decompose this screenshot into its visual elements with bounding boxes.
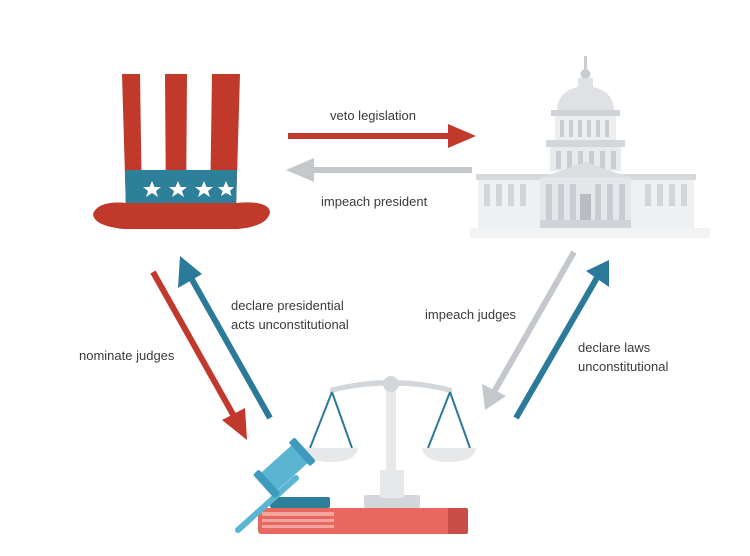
gavel-icon: [235, 438, 316, 533]
uncle-sam-hat-icon: [93, 74, 270, 229]
arrow-declare-laws-unconstitutional: [513, 260, 609, 420]
arrow-impeach-president: [286, 158, 472, 182]
arrow-declare-presidential-acts-unconstitutional: [178, 256, 273, 420]
label-veto-legislation: veto legislation: [330, 108, 416, 123]
label-line-2: acts unconstitutional: [231, 317, 349, 332]
arrow-impeach-judges: [482, 250, 577, 410]
label-line-2: unconstitutional: [578, 359, 669, 374]
label-declare-presidential-acts-unconstitutional: declare presidential acts unconstitution…: [231, 296, 349, 334]
label-line-1: declare laws: [578, 340, 651, 355]
scales-of-justice-icon: [258, 376, 476, 534]
label-impeach-judges: impeach judges: [425, 307, 517, 322]
arrow-nominate-judges: [150, 270, 247, 440]
label-nominate-judges: nominate judges: [79, 348, 175, 363]
arrow-veto-legislation: [288, 124, 476, 148]
label-impeach-president: impeach president: [321, 194, 428, 209]
label-line-1: declare presidential: [231, 298, 344, 313]
label-declare-laws-unconstitutional: declare laws unconstitutional: [578, 338, 668, 376]
capitol-building-icon: [470, 56, 710, 238]
